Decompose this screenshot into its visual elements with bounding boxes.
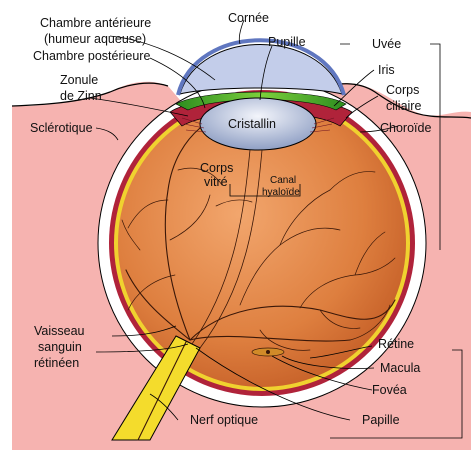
label-de-zinn: de Zinn — [60, 89, 102, 103]
label-chambre-posterieure: Chambre postérieure — [33, 49, 150, 63]
fovea — [266, 350, 270, 354]
label-sclerotique: Sclérotique — [30, 121, 93, 135]
label-pupille: Pupille — [268, 35, 306, 49]
label-choroide: Choroïde — [380, 121, 431, 135]
label-fovea: Fovéa — [372, 383, 407, 397]
label-corps-ciliaire-2: ciliaire — [386, 99, 421, 113]
label-uvee: Uvée — [372, 37, 401, 51]
label-retineen: rétinéen — [34, 356, 79, 370]
label-humeur-aqueuse: (humeur aqueuse) — [44, 32, 146, 46]
label-cristallin: Cristallin — [228, 117, 276, 131]
label-sanguin: sanguin — [38, 340, 82, 354]
label-nerf-optique: Nerf optique — [190, 413, 258, 427]
label-iris: Iris — [378, 63, 395, 77]
label-retine: Rétine — [378, 337, 414, 351]
label-cornee: Cornée — [228, 11, 269, 25]
label-corps-vitre-1: Corps — [200, 161, 233, 175]
label-papille: Papille — [362, 413, 400, 427]
label-corps-ciliaire-1: Corps — [386, 83, 419, 97]
label-chambre-anterieure: Chambre antérieure — [40, 16, 151, 30]
label-vaisseau: Vaisseau — [34, 324, 85, 338]
label-zonule: Zonule — [60, 73, 98, 87]
label-canal: Canal — [270, 175, 296, 186]
label-macula: Macula — [380, 361, 420, 375]
label-hyaloide: hyaloïde — [262, 187, 300, 198]
label-corps-vitre-2: vitré — [204, 175, 228, 189]
